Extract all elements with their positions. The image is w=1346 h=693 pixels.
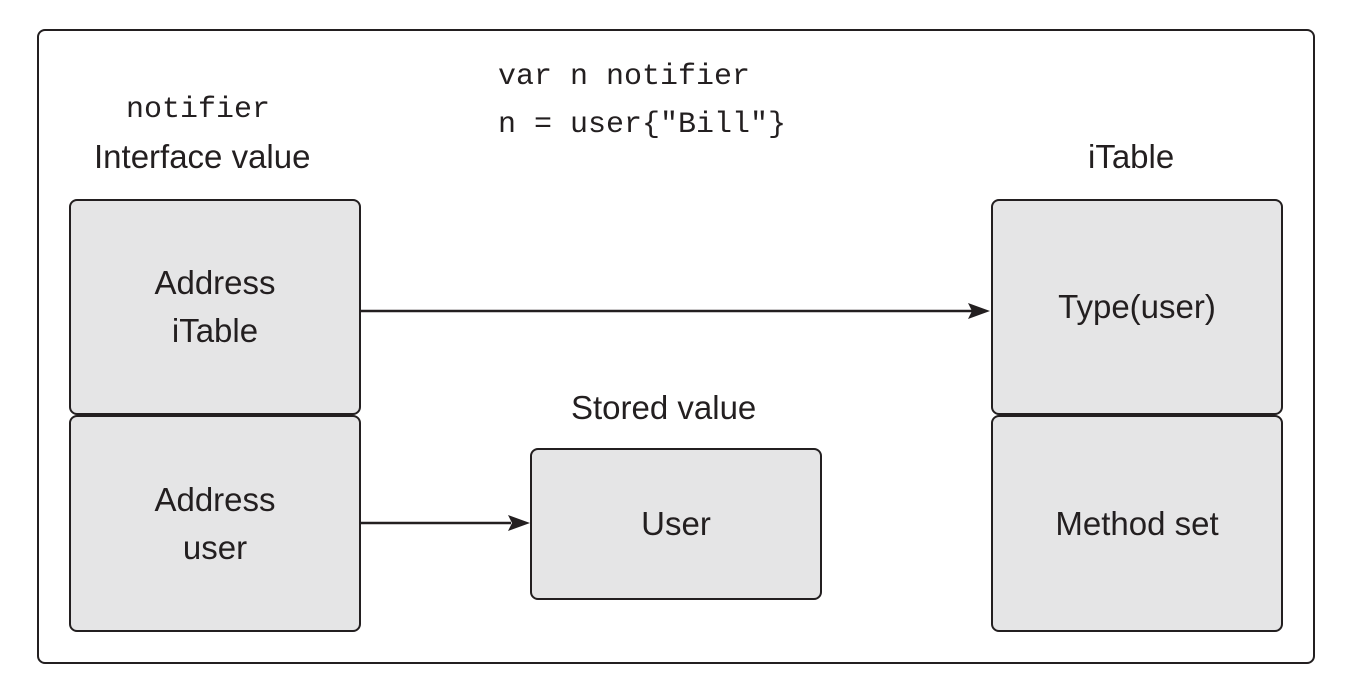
code-line-declaration: var n notifier [498, 60, 751, 94]
itable-method-set-cell: Method set [991, 415, 1283, 632]
arrow-user-pointer [361, 515, 530, 531]
diagram-frame [37, 29, 1315, 664]
interface-user-pointer-line2: user [182, 528, 248, 566]
interface-itable-pointer-cell: Address iTable [69, 199, 361, 415]
arrowhead-icon [968, 303, 990, 319]
stored-value-cell: User [530, 448, 822, 600]
arrowhead-icon [508, 515, 530, 531]
itable-method-set-label: Method set [1055, 504, 1219, 542]
arrow-itable-pointer [361, 303, 990, 319]
itable-type-label: Type(user) [1058, 288, 1216, 325]
interface-type-name: notifier [126, 93, 271, 127]
itable-caption: iTable [1088, 138, 1175, 175]
interface-itable-pointer-line1: Address [154, 264, 276, 301]
itable-type-cell: Type(user) [991, 199, 1283, 415]
interface-itable-pointer-line2: iTable [171, 312, 259, 349]
interface-value-caption: Interface value [94, 138, 311, 175]
code-line-assignment: n = user{"Bill"} [498, 108, 787, 142]
interface-user-pointer-cell: Address user [69, 415, 361, 632]
stored-value-caption: Stored value [571, 389, 757, 426]
interface-user-pointer-line1: Address [154, 480, 276, 518]
stored-value-label: User [641, 505, 711, 542]
